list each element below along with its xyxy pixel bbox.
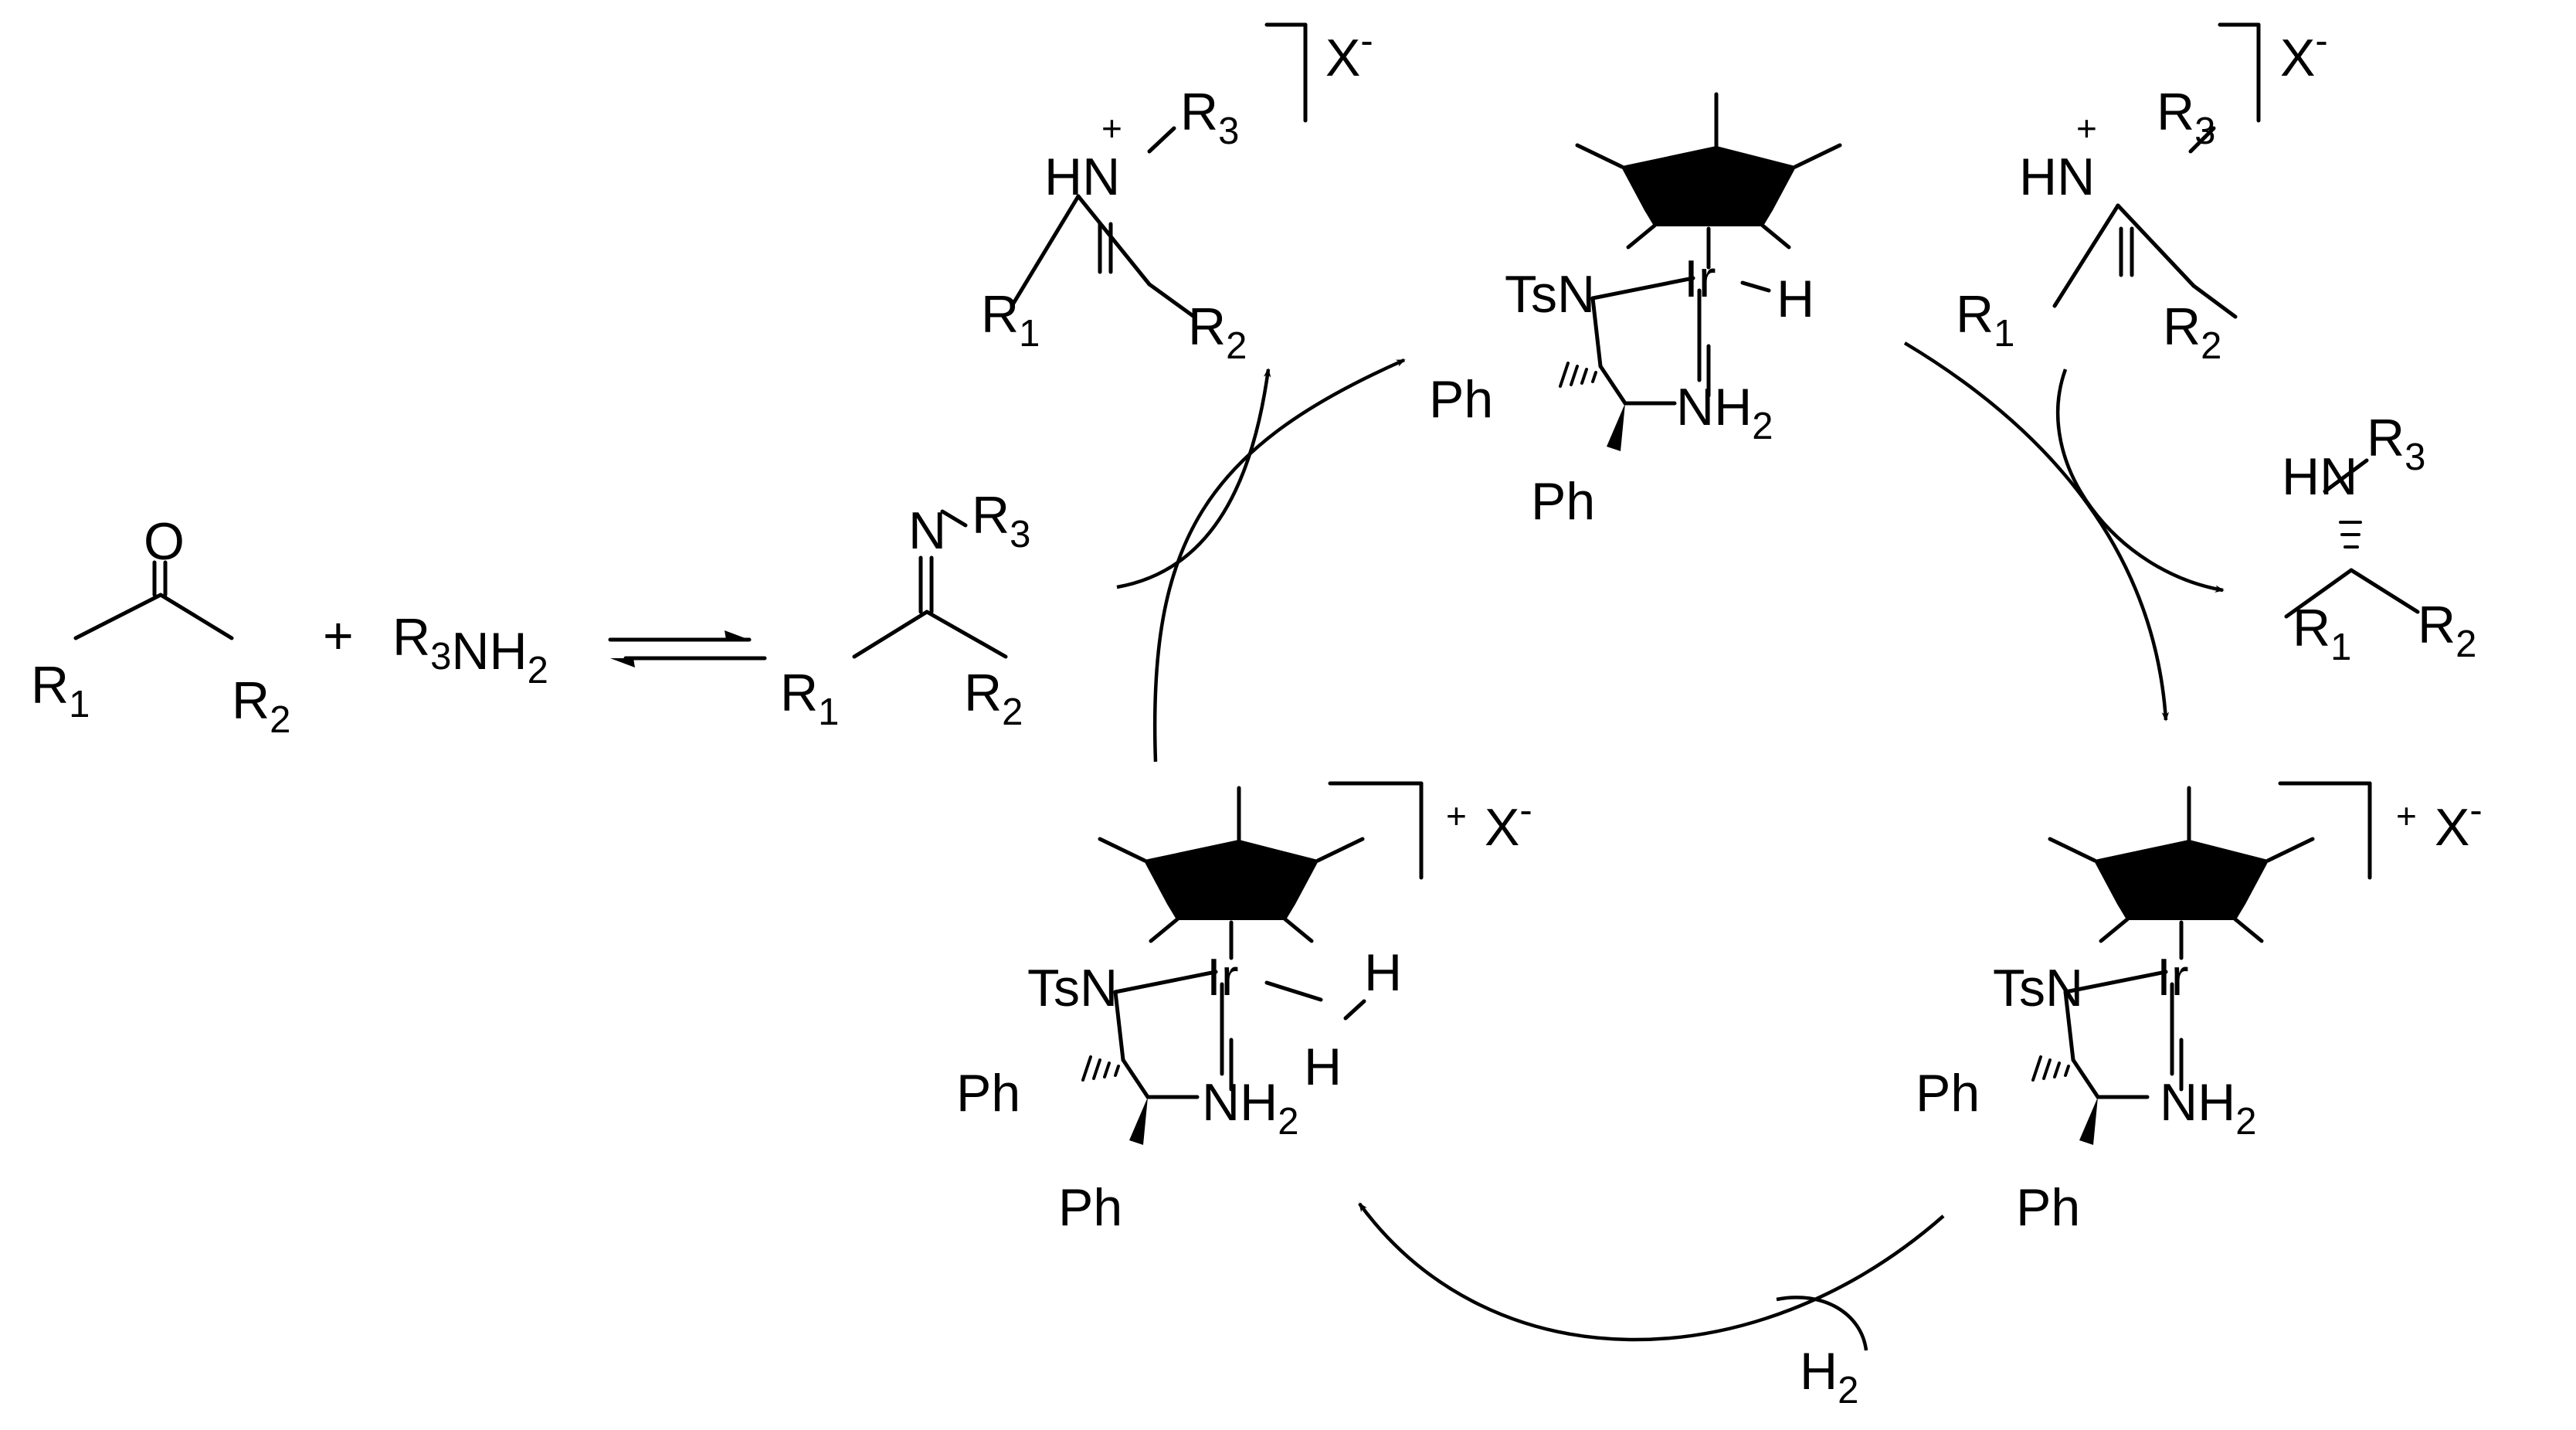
h2-label: H2	[1800, 1342, 1858, 1411]
imine-r2-label: R2	[964, 664, 1023, 733]
imine-structure: N R3 R1 R2	[780, 486, 1030, 733]
iminium-right-r2-label: R2	[2163, 297, 2221, 367]
amine-product-structure: HN R3 R1 R2	[2282, 409, 2476, 668]
right-nh2-label: NH2	[2160, 1073, 2256, 1143]
iminium-structure-left: HN + R3 R1 R2 X-	[981, 20, 1373, 367]
iminium-left-r2-label: R2	[1188, 297, 1247, 367]
left-charge: +	[1446, 796, 1467, 836]
ir-dihydrogen-complex-left: TsN Ir H H Ph NH2 Ph + X-	[956, 781, 1532, 1237]
ketone-structure: O R1 R2	[31, 512, 290, 741]
iminium-left-r3-label: R3	[1180, 83, 1239, 152]
imine-r3-label: R3	[972, 486, 1030, 555]
left-ph1-label: Ph	[956, 1064, 1020, 1123]
iminium-right-counterion: X-	[2280, 20, 2328, 87]
top-nh2-label: NH2	[1676, 378, 1773, 447]
ir-hydride-complex-top: TsN Ir H Ph NH2 Ph	[1429, 94, 1840, 531]
left-nh2-label: NH2	[1202, 1073, 1298, 1143]
cycle-arrow-right-to-left	[1358, 1202, 1945, 1342]
product-r2-label: R2	[2418, 596, 2476, 665]
right-counterion: X-	[2435, 790, 2483, 857]
equilibrium-arrow	[608, 630, 767, 667]
right-tsn-label: TsN	[1993, 959, 2083, 1017]
left-h-top-label: H	[1364, 943, 1402, 1002]
product-r3-label: R3	[2367, 409, 2425, 478]
ketone-r2-label: R2	[232, 671, 290, 741]
right-charge: +	[2396, 796, 2417, 836]
imine-protonation-arrow	[1116, 368, 1271, 589]
top-ph1-label: Ph	[1429, 370, 1493, 429]
right-ph2-label: Ph	[2016, 1178, 2080, 1237]
iminium-structure-right: HN + R3 R1 R2 X-	[1956, 20, 2328, 367]
iminium-left-charge: +	[1101, 108, 1122, 148]
ketone-o-label: O	[144, 512, 185, 571]
top-tsn-label: TsN	[1505, 265, 1595, 324]
iminium-right-r1-label: R1	[1956, 285, 2014, 355]
cycle-arrow-left-to-top	[1152, 358, 1406, 763]
cycle-arrow-top-to-right	[1903, 341, 2170, 722]
left-h-bottom-label: H	[1304, 1038, 1342, 1096]
amine-r3nh2-label: R3NH2	[392, 608, 548, 691]
ketone-r1-label: R1	[31, 656, 90, 725]
h2-uptake-arrow	[1776, 1296, 1868, 1351]
imine-r1-label: R1	[780, 664, 839, 733]
top-h-label: H	[1777, 270, 1814, 328]
iminium-right-charge: +	[2076, 108, 2097, 148]
hydride-transfer-arrow	[2056, 369, 2225, 593]
iminium-left-r1-label: R1	[981, 285, 1040, 355]
product-r1-label: R1	[2293, 599, 2351, 668]
iminium-right-r3-label: R3	[2157, 83, 2215, 152]
ir-cationic-complex-right: TsN Ir Ph NH2 Ph + X-	[1916, 781, 2483, 1237]
left-ph2-label: Ph	[1058, 1178, 1122, 1237]
iminium-left-hn-label: HN	[1044, 148, 1120, 206]
left-tsn-label: TsN	[1027, 959, 1118, 1017]
left-counterion: X-	[1485, 790, 1532, 857]
product-hn-label: HN	[2282, 447, 2357, 506]
iminium-right-hn-label: HN	[2019, 148, 2095, 206]
right-ph1-label: Ph	[1916, 1064, 1980, 1123]
hash-bond	[2339, 521, 2362, 549]
iminium-left-counterion: X-	[1325, 20, 1373, 87]
imine-n-label: N	[908, 501, 946, 560]
top-ph2-label: Ph	[1531, 472, 1595, 531]
plus-sign: +	[323, 606, 354, 665]
